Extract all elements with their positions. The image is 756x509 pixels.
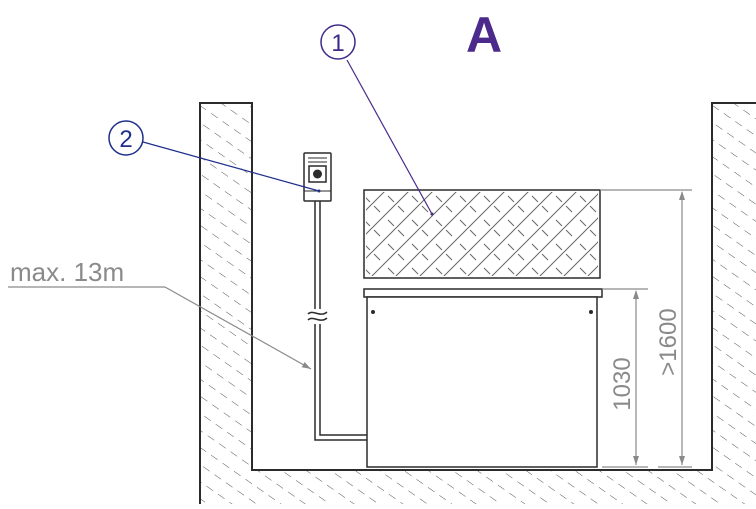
heater-case — [366, 296, 598, 468]
floor — [252, 470, 712, 504]
heater-body — [363, 288, 603, 468]
callout-1-circle — [320, 24, 356, 60]
callout-2-number: 2 — [119, 126, 132, 153]
cable-length-label: max. 13m — [10, 257, 124, 287]
heater-lid — [363, 288, 603, 298]
cable-length-annotation: max. 13m — [8, 257, 312, 370]
sauna-stones — [363, 189, 601, 279]
dimensions — [600, 189, 692, 468]
left-wall — [200, 103, 252, 504]
callout-2-circle — [108, 120, 144, 156]
wall-outline — [199, 102, 756, 504]
callout-2: 2 — [108, 120, 321, 193]
heater-screw-left — [371, 310, 375, 314]
heater-screw-right — [589, 310, 593, 314]
callout-1: 1 — [320, 24, 434, 216]
right-wall — [712, 103, 756, 504]
mount-height-label: >1600 — [655, 308, 682, 375]
heater-height-label: 1030 — [609, 357, 636, 410]
connection-cable — [307, 201, 367, 441]
control-unit — [303, 152, 332, 202]
figure-title: A — [466, 7, 502, 63]
callout-1-number: 1 — [331, 30, 344, 57]
